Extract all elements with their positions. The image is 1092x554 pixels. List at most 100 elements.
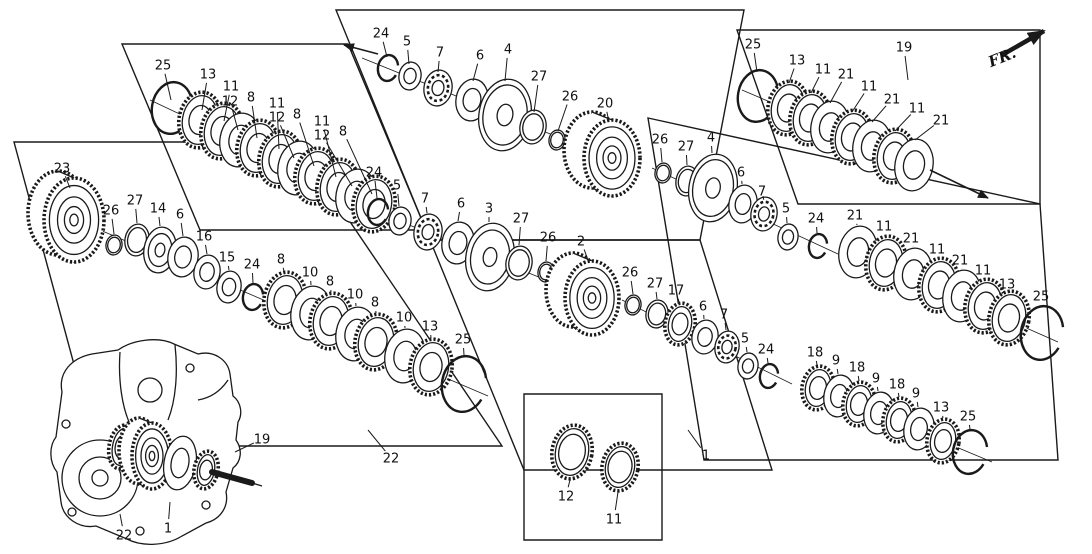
part-label-19[interactable]: 19: [234, 433, 271, 453]
part-label-12[interactable]: 12: [222, 95, 239, 131]
part-ref-23-drum: [26, 169, 106, 264]
part-label-5[interactable]: 5: [741, 332, 749, 353]
part-label-6[interactable]: 6: [737, 166, 745, 185]
part-label-11[interactable]: 11: [314, 115, 337, 178]
part-label-6[interactable]: 6: [457, 197, 465, 222]
part-label-11[interactable]: 11: [269, 97, 286, 150]
part-label-24[interactable]: 24: [366, 166, 383, 199]
part-label-22[interactable]: 22: [116, 513, 133, 544]
part-label-11[interactable]: 11: [223, 80, 240, 122]
part-label-24[interactable]: 24: [244, 258, 261, 284]
part-label-26[interactable]: 26: [557, 90, 578, 132]
part-label-12[interactable]: 12: [269, 111, 295, 159]
part-label-9[interactable]: 9: [912, 387, 920, 408]
svg-text:19: 19: [896, 41, 913, 56]
svg-text:19: 19: [254, 433, 271, 448]
part-label-9[interactable]: 9: [872, 372, 880, 392]
part-label-13[interactable]: 13: [999, 278, 1016, 293]
part-label-8[interactable]: 8: [247, 91, 258, 139]
part-label-26[interactable]: 26: [652, 133, 669, 163]
part-label-25[interactable]: 25: [155, 59, 172, 101]
part-label-25[interactable]: 25: [1033, 290, 1050, 306]
part-label-11[interactable]: 11: [894, 102, 925, 132]
part-label-21[interactable]: 21: [871, 93, 900, 123]
part-label-25[interactable]: 25: [960, 410, 977, 430]
part-label-26[interactable]: 26: [622, 266, 639, 295]
part-label-7[interactable]: 7: [720, 308, 728, 331]
part-label-21[interactable]: 21: [829, 68, 854, 104]
part-label-19[interactable]: 19: [896, 41, 913, 81]
part-label-12[interactable]: 12: [314, 129, 353, 187]
part-label-6[interactable]: 6: [176, 208, 184, 237]
part-label-14[interactable]: 14: [150, 202, 167, 227]
part-label-27[interactable]: 27: [531, 70, 548, 113]
part-label-4[interactable]: 4: [504, 43, 512, 82]
part-label-22[interactable]: 22: [367, 429, 399, 467]
part-label-3[interactable]: 3: [485, 202, 493, 223]
part-ref-6-ring: [167, 236, 199, 278]
fr-orientation-label: FR.: [985, 44, 1019, 72]
part-label-11[interactable]: 11: [876, 220, 893, 236]
part-label-13[interactable]: 13: [422, 320, 439, 339]
part-label-27[interactable]: 27: [647, 277, 664, 300]
svg-text:12: 12: [222, 95, 239, 110]
part-label-5[interactable]: 5: [782, 202, 790, 224]
part-label-24[interactable]: 24: [373, 27, 390, 58]
parts-layer: [26, 53, 1065, 545]
part-label-11[interactable]: 11: [606, 491, 623, 528]
part-label-2[interactable]: 2: [577, 235, 589, 261]
part-label-26[interactable]: 26: [103, 204, 120, 235]
part-label-7[interactable]: 7: [421, 192, 429, 214]
part-label-18[interactable]: 18: [889, 378, 906, 398]
part-ref-26-oring: [654, 162, 672, 184]
part-label-7[interactable]: 7: [758, 185, 766, 200]
part-label-27[interactable]: 27: [127, 194, 144, 224]
part-label-8[interactable]: 8: [293, 108, 315, 167]
part-label-6[interactable]: 6: [472, 49, 484, 82]
part-label-17[interactable]: 17: [668, 284, 685, 303]
part-label-24[interactable]: 24: [758, 343, 775, 364]
part-label-1[interactable]: 1: [164, 501, 172, 537]
part-label-15[interactable]: 15: [219, 251, 236, 271]
part-label-25[interactable]: 25: [745, 38, 762, 73]
svg-text:11: 11: [975, 264, 992, 279]
part-label-10[interactable]: 10: [302, 266, 319, 286]
part-label-9[interactable]: 9: [832, 354, 840, 375]
part-label-13[interactable]: 13: [788, 54, 806, 84]
part-label-7[interactable]: 7: [436, 46, 444, 73]
part-label-18[interactable]: 18: [807, 346, 824, 366]
part-label-8[interactable]: 8: [277, 253, 285, 272]
part-label-24[interactable]: 24: [808, 212, 825, 234]
part-label-11[interactable]: 11: [975, 264, 992, 279]
part-label-20[interactable]: 20: [597, 97, 614, 123]
part-label-21[interactable]: 21: [952, 254, 969, 270]
part-label-25[interactable]: 25: [455, 333, 472, 356]
part-label-6[interactable]: 6: [699, 300, 707, 320]
part-label-11[interactable]: 11: [929, 243, 946, 258]
part-label-4[interactable]: 4: [707, 131, 715, 154]
part-label-21[interactable]: 21: [914, 114, 949, 141]
part-label-5[interactable]: 5: [393, 179, 401, 207]
part-label-11[interactable]: 11: [851, 80, 877, 113]
part-label-23[interactable]: 23: [54, 162, 71, 189]
part-label-10[interactable]: 10: [347, 288, 364, 307]
part-label-8[interactable]: 8: [339, 125, 373, 195]
part-label-16[interactable]: 16: [196, 230, 213, 255]
part-label-10[interactable]: 10: [396, 311, 413, 329]
part-label-1[interactable]: 1: [687, 429, 710, 464]
part-label-21[interactable]: 21: [847, 209, 864, 226]
part-label-8[interactable]: 8: [326, 275, 334, 293]
part-label-8[interactable]: 8: [371, 296, 379, 314]
part-label-5[interactable]: 5: [403, 35, 411, 65]
part-label-27[interactable]: 27: [678, 140, 695, 166]
part-ref-24-snapring: [241, 282, 265, 312]
svg-text:21: 21: [847, 209, 864, 224]
part-label-11[interactable]: 11: [810, 63, 831, 94]
part-label-27[interactable]: 27: [513, 212, 530, 246]
part-label-26[interactable]: 26: [540, 231, 557, 262]
part-label-13[interactable]: 13: [933, 401, 950, 419]
part-label-13[interactable]: 13: [200, 68, 217, 111]
part-label-18[interactable]: 18: [849, 361, 866, 382]
part-label-21[interactable]: 21: [903, 232, 920, 248]
part-label-12[interactable]: 12: [558, 479, 575, 505]
